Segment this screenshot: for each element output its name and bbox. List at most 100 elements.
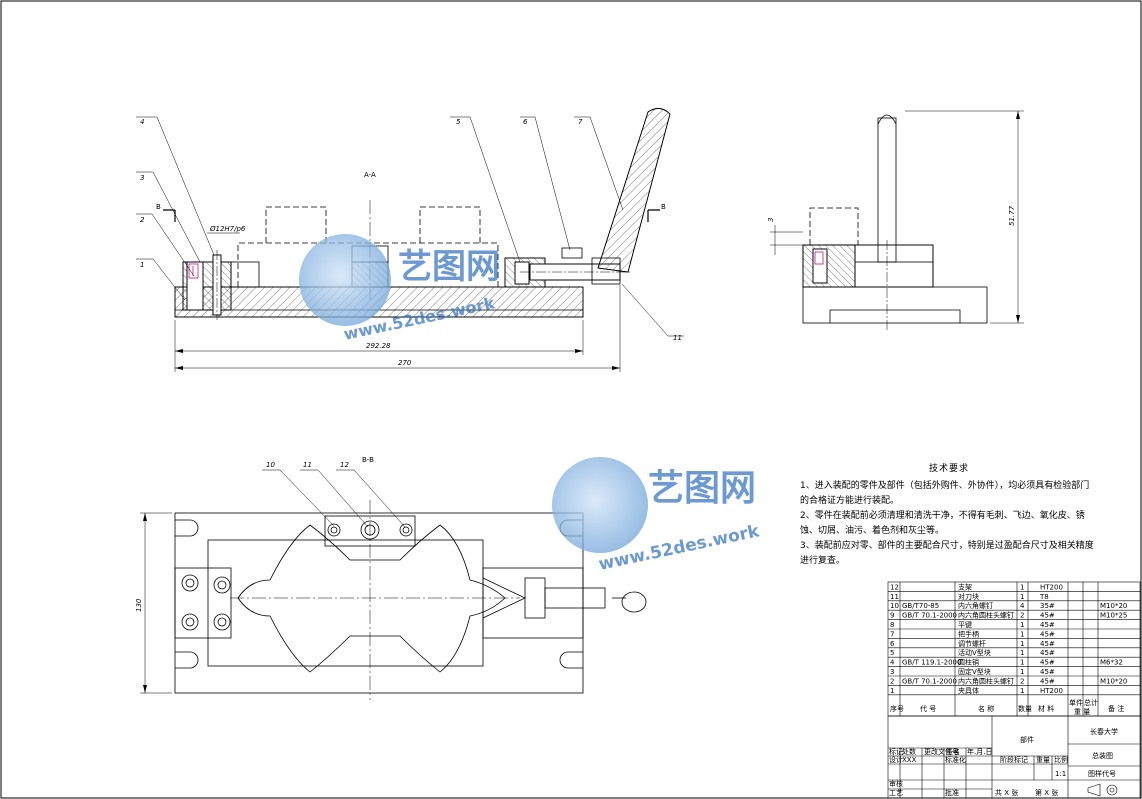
bom-cell-material: 45# [1040,640,1055,648]
section-aa-label: A-A [364,171,376,179]
balloon-6: 6 [523,118,528,126]
bom-cell-no: 4 [890,659,895,667]
watermark-globe-icon [299,234,391,326]
bom-h-no: 序号 [890,704,904,713]
drawing-name: 总装图 [1092,751,1113,760]
bom-h-weight: 重 量 [1074,708,1090,716]
title-block [887,715,1141,799]
bom-cell-name: 内六角圆柱头螺钉 [958,676,1014,685]
bom-cell-material: 45# [1040,668,1055,676]
bom-cell-name: 内六角螺钉 [958,601,993,610]
row-mark: 标记 [889,747,903,756]
bom-cell-qty: 4 [1020,602,1025,610]
dim-side-small: 3 [767,218,775,222]
std-label: 标准化 [945,755,966,764]
row-count: 处数 [902,747,916,756]
bom-cell-no: 12 [890,583,899,591]
note-3: 3、装配前应对零、部件的主要配合尺寸，特别是过盈配合尺寸及相关精度进行复查。 [800,541,1094,566]
balloon-12: 12 [340,461,349,469]
bom-cell-qty: 1 [1020,621,1024,629]
sheets-total: 共 X 张 [995,788,1018,797]
review-label: 审核 [889,779,903,788]
bom-cell-code: GB/T 119.1-2000 [902,659,961,667]
bom-cell-qty: 1 [1020,668,1024,676]
bom-cell-no: 7 [890,630,894,638]
bom-cell-material: HT200 [1040,583,1063,591]
stage-label: 阶段标记 [1000,755,1028,764]
bom-cell-name: 夹具体 [958,686,979,695]
bom-cell-no: 3 [890,668,894,676]
bom-cell-no: 8 [890,621,894,629]
bom-cell-qty: 1 [1020,649,1024,657]
bom-cell-qty: 1 [1020,630,1024,638]
bom-cell-qty: 1 [1020,640,1024,648]
bom-cell-code: GB/T 70.1-2000 [902,612,957,620]
bom-cell-note: M6*32 [1100,659,1123,667]
bom-h-note: 备 注 [1108,704,1124,713]
bom-cell-material: 45# [1040,630,1055,638]
drawing-no-label: 图样代号 [1088,769,1116,778]
bom-cell-qty: 2 [1020,677,1024,685]
plan-view: B-B 130 [135,456,647,700]
balloon-7: 7 [578,118,583,126]
bom-cell-name: 活动V型块 [958,648,991,657]
scale-label: 比例 [1054,755,1068,764]
balloon-4: 4 [140,118,144,126]
section-bb-label: B-B [362,456,374,464]
projection-symbol-icon [1087,783,1118,797]
watermark-brand: 艺图网 [398,247,500,287]
part-label: 部件 [1020,735,1034,744]
bom-cell-code: GB/T 70.1-2000 [902,677,957,685]
dim-overall: 270 [398,359,412,367]
bom-h-qty: 数量 [1018,704,1032,713]
balloon-11: 11 [673,334,682,342]
bom-cell-material: 45# [1040,612,1055,620]
balloon-1: 1 [140,261,144,269]
bom-cell-material: 35# [1040,602,1055,610]
dim-height: 51.77 [1008,205,1016,226]
bom-cell-material: T8 [1039,593,1049,601]
row-file: 更改文件号 [924,747,959,756]
bom-cell-material: 45# [1040,621,1055,629]
bom-cell-name: 对刀块 [958,592,979,601]
dim-inner: 292.28 [366,342,391,350]
bom-cell-material: HT200 [1040,687,1063,695]
watermark-2: 艺图网 www.52des.work [552,457,762,575]
front-balloons: 1 2 3 4 5 6 7 11 [140,118,682,342]
front-section-view: A-A [136,108,684,372]
bom-cell-code: GB/T70-85 [902,602,939,610]
bom-h-name: 名 称 [978,704,994,713]
section-mark-b-right: B [661,203,666,211]
bom-cell-name: 固定V型块 [958,667,991,676]
watermark-brand: 艺图网 [648,468,756,509]
bom-cell-note: M10*20 [1100,602,1127,610]
bom-cell-name: 支架 [958,582,972,591]
bom-cell-no: 9 [890,612,894,620]
handle [597,108,671,273]
notes-title: 技术要求 [928,464,969,474]
bom-cell-name: 内六角圆柱头螺钉 [958,611,1014,620]
weight-label: 重量 [1036,756,1050,764]
bom-table [887,581,1141,717]
technical-requirements: 技术要求 1、进入装配的零件及部件（包括外购件、外协件），均必须具有检验部门的合… [800,462,1098,569]
bom-cell-material: 45# [1040,649,1055,657]
bom-cell-qty: 1 [1020,687,1024,695]
bom-cell-material: 45# [1040,659,1055,667]
bom-h-total: 总计 [1084,698,1098,707]
watermark-globe-icon [552,457,648,553]
bom-cell-name: 平键 [958,620,972,629]
bom-cell-qty: 1 [1020,593,1024,601]
bom-header: 序号 代 号 名 称 数量 材 料 单件 总计 重 量 备 注 [890,698,1124,716]
bom-cell-qty: 2 [1020,612,1024,620]
school-name: 长春大学 [1090,727,1118,736]
bom-cell-note: M10*25 [1100,612,1127,620]
bom-h-material: 材 料 [1038,704,1054,713]
bom-cell-name: 调节螺杆 [958,639,986,648]
title-block-text: 长春大学 总装图 部件 阶段标记 重量 比例 1:1 图样代号 标记 处数 更改… [889,727,1118,797]
balloon-5: 5 [456,118,461,126]
balloon-3: 3 [140,174,144,182]
bom-cell-no: 2 [890,677,894,685]
